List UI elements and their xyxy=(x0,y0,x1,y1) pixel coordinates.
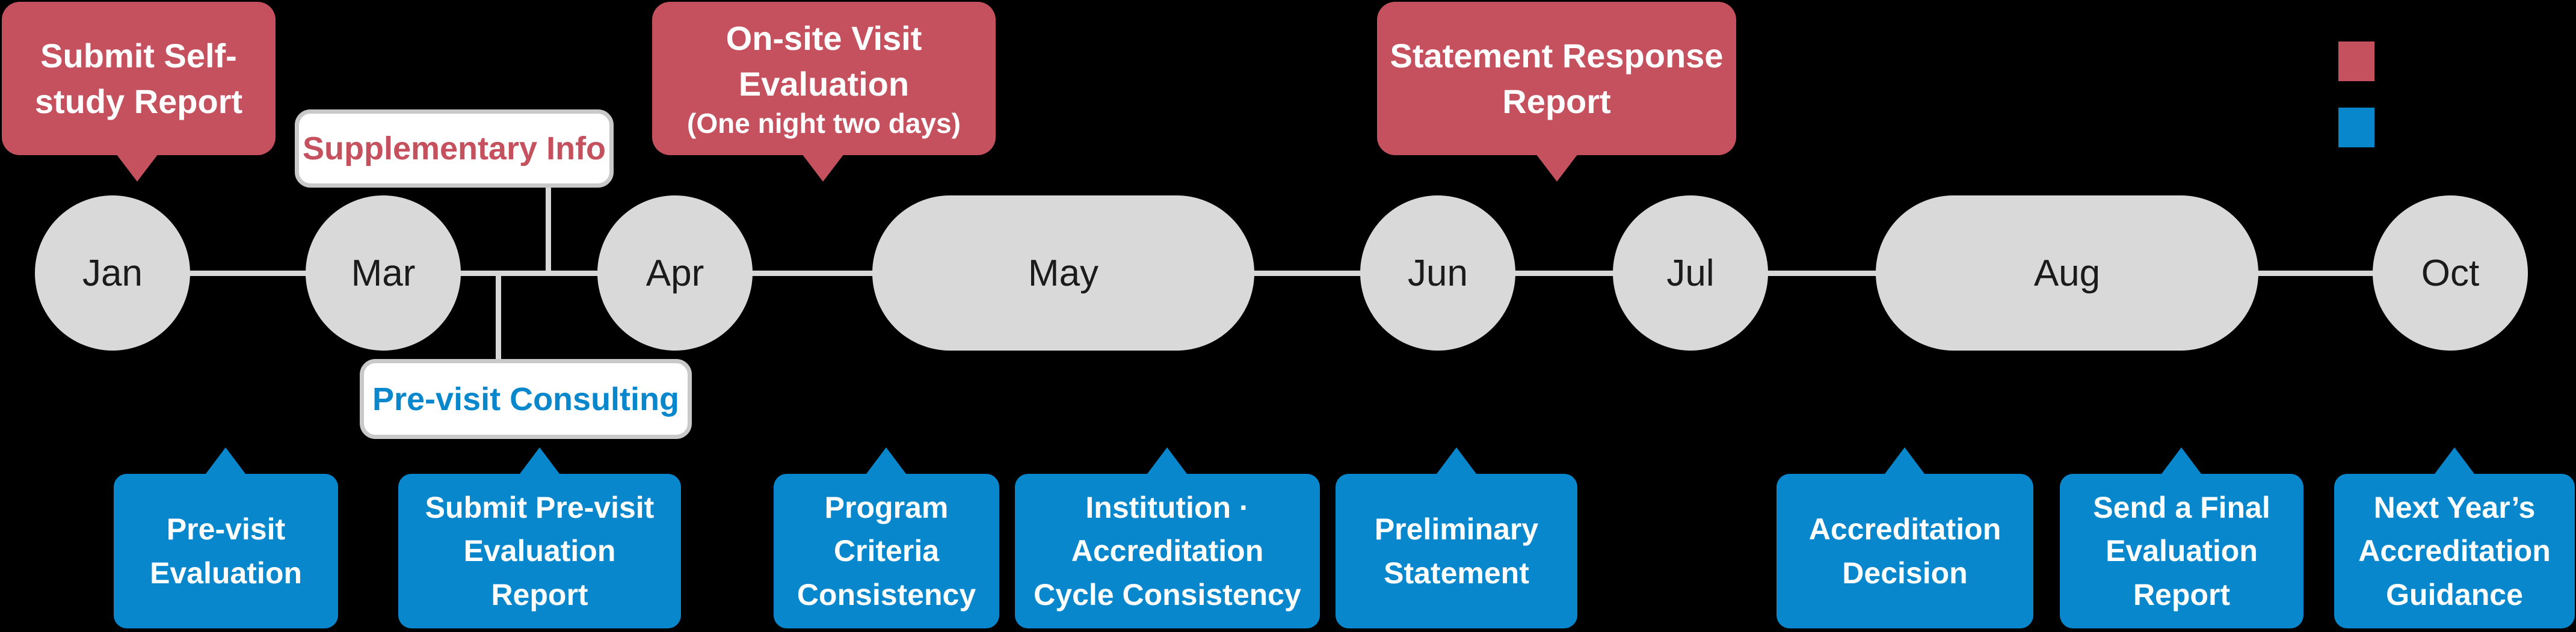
month-node-mar: Mar xyxy=(306,195,461,351)
callout-preliminary-statement: Preliminary Statement xyxy=(1336,474,1577,628)
callout-title: Submit Self- study Report xyxy=(34,36,243,120)
callout-send-final-evaluation-report: Send a Final Evaluation Report xyxy=(2060,474,2303,628)
callout-title: Send a Final Evaluation Report xyxy=(2093,490,2270,612)
pointer-up-icon xyxy=(520,447,559,474)
month-label: Jul xyxy=(1666,252,1715,294)
note-supplementary-info: Supplementary Info xyxy=(295,109,614,188)
callout-submit-self-study-report: Submit Self- study Report xyxy=(2,2,276,155)
month-node-apr: Apr xyxy=(597,195,753,351)
month-node-aug: Aug xyxy=(1876,195,2258,351)
callout-accreditation-decision: Accreditation Decision xyxy=(1776,474,2033,628)
legend-red-swatch-icon xyxy=(2338,41,2374,81)
callout-on-site-visit-evaluation: On-site Visit Evaluation (One night two … xyxy=(652,2,996,155)
month-node-jan: Jan xyxy=(35,195,190,351)
month-node-jul: Jul xyxy=(1613,195,1768,351)
pointer-up-icon xyxy=(1147,447,1187,474)
callout-title: Institution · Accreditation Cycle Consis… xyxy=(1034,490,1301,612)
pointer-up-icon xyxy=(1885,447,1924,474)
month-label: Jun xyxy=(1408,252,1468,294)
callout-statement-response-report: Statement Response Report xyxy=(1377,2,1736,155)
callout-title: Pre-visit Evaluation xyxy=(150,512,302,590)
callout-title: Preliminary Statement xyxy=(1374,512,1539,590)
month-label: Mar xyxy=(351,252,416,294)
month-node-jun: Jun xyxy=(1360,195,1515,351)
note-pre-visit-consulting: Pre-visit Consulting xyxy=(360,359,692,439)
month-label: Apr xyxy=(646,252,704,294)
callout-title: Program Criteria Consistency xyxy=(797,490,976,612)
note-label: Supplementary Info xyxy=(302,130,606,167)
pointer-up-icon xyxy=(1437,447,1476,474)
month-node-may: May xyxy=(872,195,1254,351)
month-label: Aug xyxy=(2033,252,2101,294)
pointer-down-icon xyxy=(802,154,844,182)
callout-subtitle: (One night two days) xyxy=(687,108,961,140)
timeline-track xyxy=(112,271,2450,276)
pointer-up-icon xyxy=(2162,447,2201,474)
callout-title: Submit Pre-visit Evaluation Report xyxy=(425,490,655,612)
callout-submit-pre-visit-evaluation-report: Submit Pre-visit Evaluation Report xyxy=(398,474,681,628)
callout-pre-visit-evaluation: Pre-visit Evaluation xyxy=(114,474,338,628)
month-label: May xyxy=(1028,252,1099,294)
month-label: Oct xyxy=(2421,252,2480,294)
month-node-oct: Oct xyxy=(2373,195,2528,351)
pointer-down-icon xyxy=(116,154,158,182)
month-label: Jan xyxy=(82,252,143,294)
callout-program-criteria-consistency: Program Criteria Consistency xyxy=(774,474,999,628)
pointer-down-icon xyxy=(1536,154,1578,182)
callout-title: Accreditation Decision xyxy=(1808,512,2001,590)
pointer-up-icon xyxy=(866,447,906,474)
connector-supplementary-info xyxy=(546,188,551,273)
callout-title: Next Year’s Accreditation Guidance xyxy=(2358,490,2551,612)
connector-pre-visit-consulting xyxy=(496,273,501,360)
callout-title: On-site Visit Evaluation xyxy=(726,19,922,103)
callout-institution-accreditation-cycle-consistency: Institution · Accreditation Cycle Consis… xyxy=(1015,474,1320,628)
legend-blue-swatch-icon xyxy=(2338,108,2374,147)
note-label: Pre-visit Consulting xyxy=(372,381,680,417)
pointer-up-icon xyxy=(206,447,245,474)
pointer-up-icon xyxy=(2435,447,2474,474)
callout-next-years-accreditation-guidance: Next Year’s Accreditation Guidance xyxy=(2334,474,2575,628)
callout-title: Statement Response Report xyxy=(1390,36,1724,120)
